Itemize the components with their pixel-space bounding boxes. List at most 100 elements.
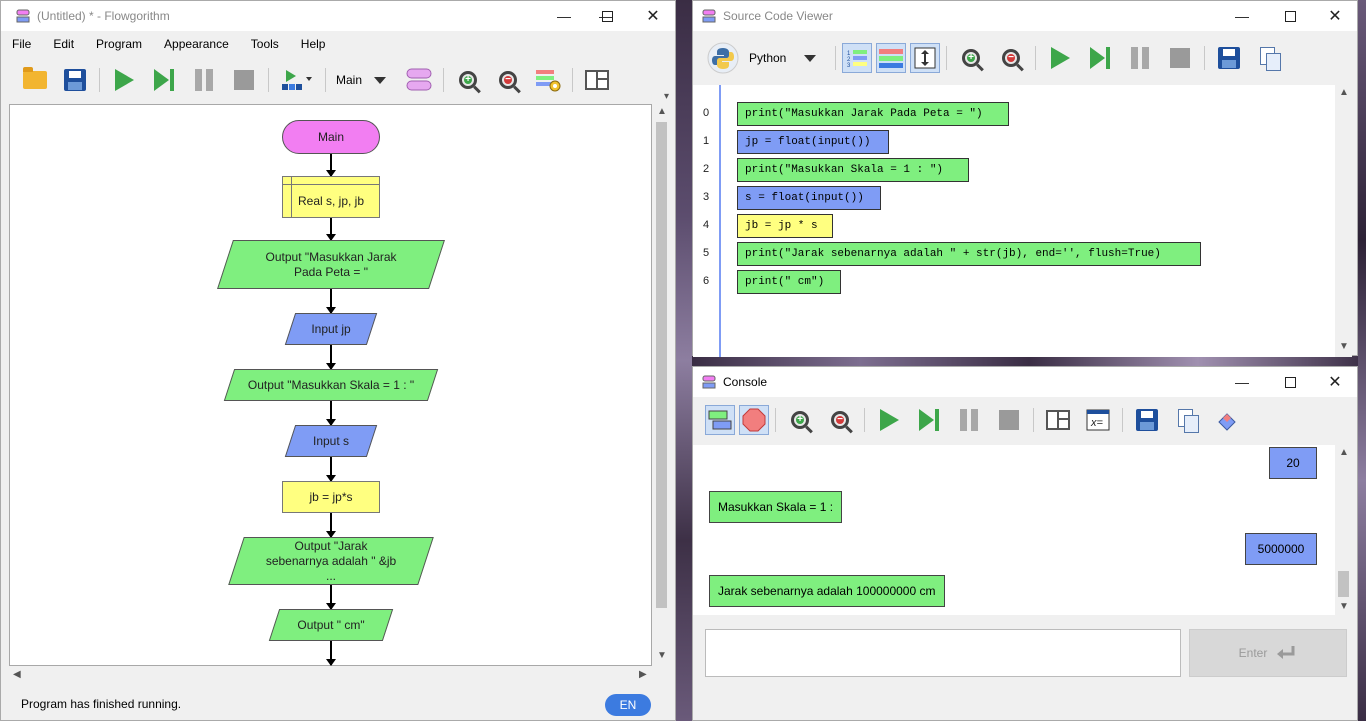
manage-functions-button[interactable] — [406, 67, 432, 93]
zoom-out-button[interactable]: − — [998, 45, 1024, 71]
flowchart-canvas[interactable]: Main Real s, jp, jb Output "Masukkan Jar… — [9, 104, 652, 666]
scroll-up-icon[interactable]: ▲ — [1339, 447, 1349, 458]
scroll-down-icon[interactable]: ▼ — [1339, 601, 1349, 612]
canvas-vertical-scrollbar[interactable]: ▲ ▼ — [653, 104, 670, 666]
menu-tools[interactable]: Tools — [250, 37, 279, 51]
language-select[interactable]: Python — [749, 51, 831, 65]
flow-output-shape-2[interactable]: Output "Masukkan Skala = 1 : " — [223, 369, 439, 401]
scroll-right-icon[interactable]: ▶ — [639, 669, 647, 680]
step-button[interactable] — [1087, 45, 1113, 71]
scroll-down-icon[interactable]: ▼ — [1339, 341, 1349, 352]
stop-button[interactable] — [231, 67, 257, 93]
auto-scroll-toggle[interactable] — [910, 43, 940, 73]
menu-edit[interactable]: Edit — [53, 37, 75, 51]
scroll-up-icon[interactable]: ▲ — [1339, 87, 1349, 98]
copy-button[interactable] — [1174, 407, 1200, 433]
line-number: 2 — [702, 163, 710, 175]
zoom-in-button[interactable]: + — [787, 407, 813, 433]
open-button[interactable] — [22, 67, 48, 93]
enter-button-label: Enter — [1238, 646, 1268, 660]
run-button[interactable] — [1047, 45, 1073, 71]
minimize-button[interactable]: — — [1235, 8, 1249, 24]
scroll-left-icon[interactable]: ◀ — [13, 669, 21, 680]
flowgorithm-app-icon — [15, 8, 31, 24]
minimize-button[interactable]: — — [1235, 374, 1249, 390]
pause-button[interactable] — [956, 407, 982, 433]
close-button[interactable]: ✕ — [646, 8, 660, 25]
scroll-thumb[interactable] — [656, 122, 667, 608]
flow-output-shape-1[interactable]: Output "Masukkan Jarak Pada Peta = " — [217, 240, 445, 289]
flow-output-shape-3[interactable]: Output "Jarak sebenarnya adalah " &jb ..… — [228, 537, 434, 585]
menu-program[interactable]: Program — [96, 37, 143, 51]
code-line[interactable]: print(" cm") — [737, 270, 841, 294]
code-line[interactable]: jp = float(input()) — [737, 130, 889, 154]
close-button[interactable]: ✕ — [1328, 374, 1342, 391]
code-vertical-scrollbar[interactable]: ▲ ▼ — [1335, 85, 1352, 357]
stop-button[interactable] — [1167, 45, 1193, 71]
run-button[interactable] — [876, 407, 902, 433]
zoom-out-button[interactable]: − — [827, 407, 853, 433]
console-vertical-scrollbar[interactable]: ▲ ▼ — [1335, 445, 1352, 615]
toolbar-overflow-icon[interactable]: ▾ — [664, 91, 670, 102]
close-button[interactable]: ✕ — [1328, 8, 1342, 25]
menu-help[interactable]: Help — [300, 37, 326, 51]
code-line[interactable]: print("Masukkan Skala = 1 : ") — [737, 158, 969, 182]
variables-button[interactable]: x= — [1085, 407, 1111, 433]
code-line[interactable]: s = float(input()) — [737, 186, 881, 210]
chat-view-toggle[interactable] — [705, 405, 735, 435]
variable-watch-button[interactable] — [535, 67, 561, 93]
language-select-value: Python — [749, 51, 787, 65]
scroll-thumb[interactable] — [1338, 571, 1349, 597]
pause-button[interactable] — [1127, 45, 1153, 71]
step-button[interactable] — [151, 67, 177, 93]
output-text-4: Output " cm" — [297, 617, 365, 632]
save-icon — [1136, 409, 1158, 431]
color-lines-toggle[interactable] — [876, 43, 906, 73]
save-button[interactable] — [62, 67, 88, 93]
console-toolbar: + − x= — [693, 401, 1357, 439]
zoom-out-button[interactable]: − — [495, 67, 521, 93]
enter-button[interactable]: Enter — [1189, 629, 1347, 677]
maximize-button[interactable] — [1267, 367, 1313, 397]
clear-button[interactable] — [1214, 407, 1240, 433]
layout-windows-button[interactable] — [1045, 407, 1071, 433]
menu-appearance[interactable]: Appearance — [164, 37, 229, 51]
zoom-in-button[interactable]: + — [958, 45, 984, 71]
code-line[interactable]: jb = jp * s — [737, 214, 833, 238]
flow-declare-shape[interactable]: Real s, jp, jb — [282, 176, 380, 218]
step-button[interactable] — [916, 407, 942, 433]
maximize-button[interactable] — [584, 1, 630, 31]
svg-text:x=: x= — [1090, 417, 1104, 429]
save-button[interactable] — [1216, 45, 1242, 71]
copy-button[interactable] — [1256, 45, 1282, 71]
menu-file[interactable]: File — [12, 37, 32, 51]
flow-input-shape-2[interactable]: Input s — [284, 425, 378, 457]
code-line[interactable]: print("Jarak sebenarnya adalah " + str(j… — [737, 242, 1201, 266]
layout-windows-button[interactable] — [584, 67, 610, 93]
save-button[interactable] — [1134, 407, 1160, 433]
line-number: 4 — [702, 219, 710, 231]
code-line[interactable]: print("Masukkan Jarak Pada Peta = ") — [737, 102, 1009, 126]
flow-assign-shape[interactable]: jb = jp*s — [282, 481, 380, 513]
language-badge[interactable]: EN — [605, 694, 651, 716]
maximize-button[interactable] — [1267, 1, 1313, 31]
zoom-in-button[interactable]: + — [455, 67, 481, 93]
canvas-horizontal-scrollbar[interactable]: ◀ ▶ — [9, 667, 653, 684]
scroll-down-icon[interactable]: ▼ — [657, 650, 667, 661]
run-speed-button[interactable] — [280, 67, 314, 93]
pause-button[interactable] — [191, 67, 217, 93]
minimize-button[interactable]: — — [599, 8, 613, 24]
function-select[interactable]: Main — [336, 73, 387, 87]
stop-console-toggle[interactable] — [739, 405, 769, 435]
stop-button[interactable] — [996, 407, 1022, 433]
run-button[interactable] — [111, 67, 137, 93]
flow-output-shape-4[interactable]: Output " cm" — [268, 609, 394, 641]
console-entry-input[interactable] — [705, 629, 1181, 677]
flow-input-shape-1[interactable]: Input jp — [284, 313, 378, 345]
window-title: Console — [723, 375, 768, 389]
scroll-up-icon[interactable]: ▲ — [657, 106, 667, 117]
flow-start-terminal[interactable]: Main — [282, 120, 380, 154]
minimize-button[interactable]: — — [557, 8, 571, 24]
